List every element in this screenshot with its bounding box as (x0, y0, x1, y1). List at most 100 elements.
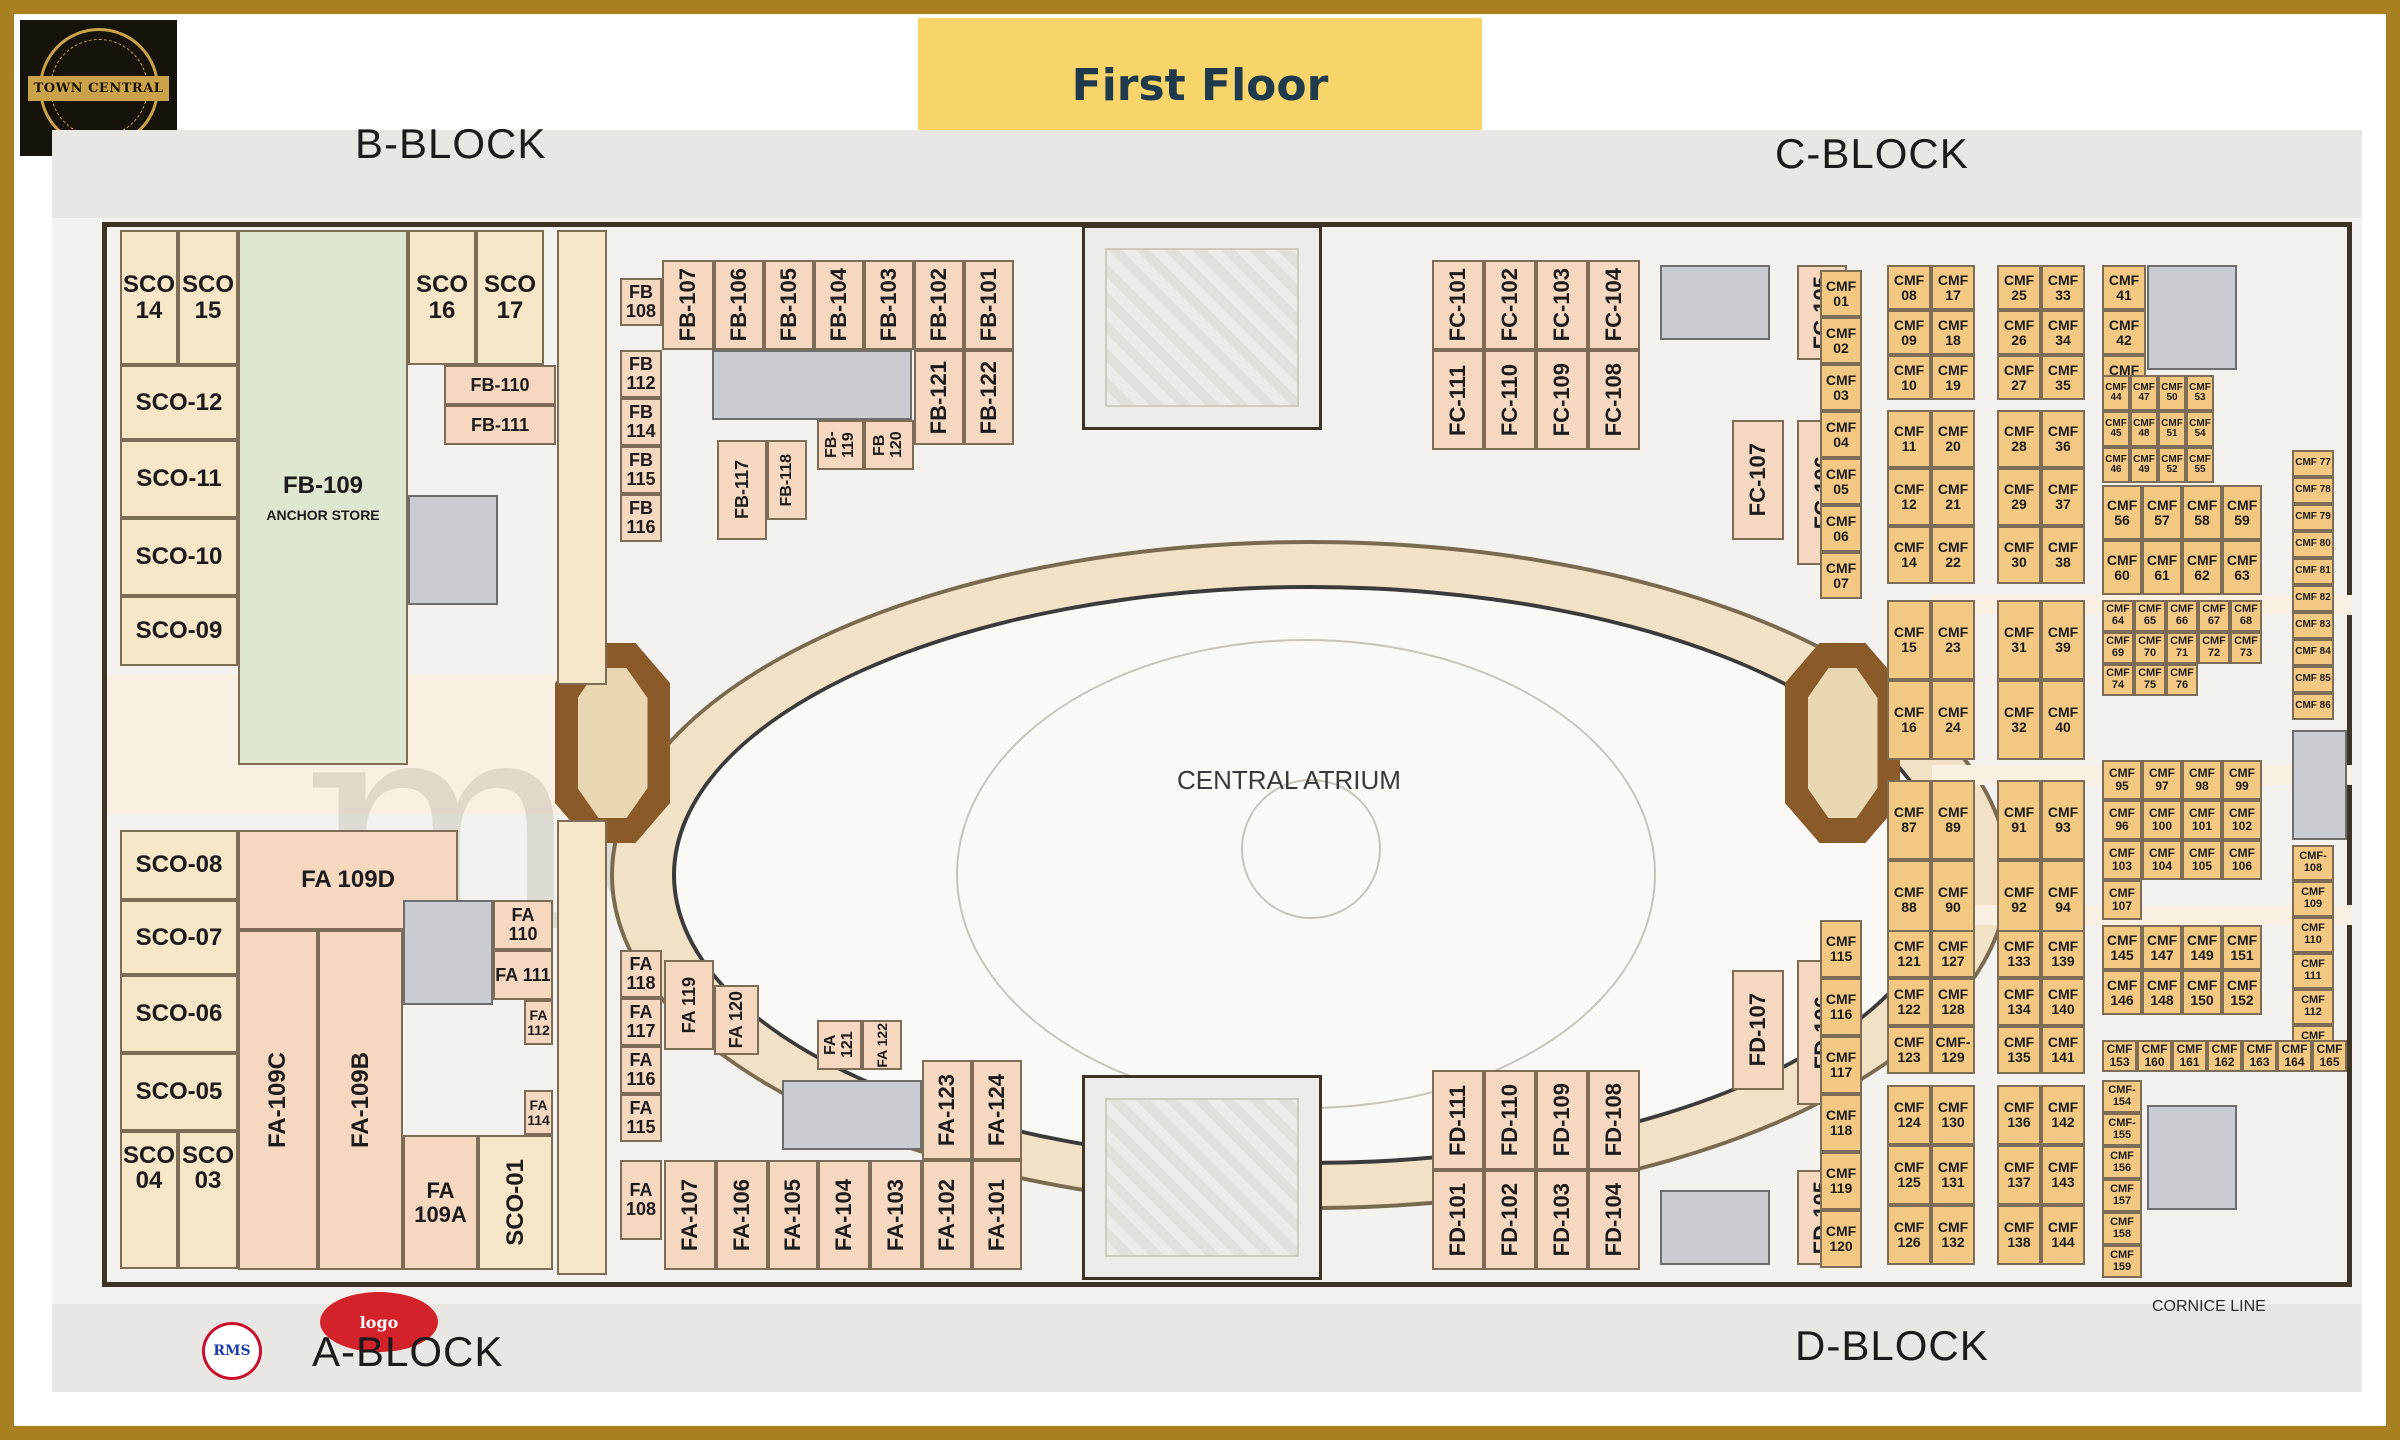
unit-cmf[interactable]: CMF 25 (1997, 265, 2041, 310)
unit-fb-109[interactable]: FB-109 ANCHOR STORE (238, 230, 408, 765)
unit-fb-120[interactable]: FB 120 (864, 420, 914, 470)
unit-cmf[interactable]: CMF 60 (2102, 540, 2142, 595)
unit-fb-119[interactable]: FB-119 (817, 420, 864, 470)
unit-sco-07[interactable]: SCO-07 (120, 900, 238, 975)
unit-cmf[interactable]: CMF 72 (2198, 632, 2230, 664)
unit-cmf[interactable]: CMF 22 (1931, 526, 1975, 584)
unit-cmf[interactable]: CMF 83 (2292, 612, 2334, 639)
unit-fa-108[interactable]: FA 108 (620, 1160, 662, 1240)
unit-cmf[interactable]: CMF 104 (2142, 840, 2182, 880)
unit-fd-103[interactable]: FD-103 (1536, 1170, 1588, 1270)
unit-cmf[interactable]: CMF 45 (2102, 411, 2130, 447)
unit-cmf[interactable]: CMF 58 (2182, 485, 2222, 540)
unit-cmf[interactable]: CMF 09 (1887, 310, 1931, 355)
unit-cmf[interactable]: CMF 117 (1820, 1036, 1862, 1094)
unit-cmf[interactable]: CMF 18 (1931, 310, 1975, 355)
unit-fc-102[interactable]: FC-102 (1484, 260, 1536, 350)
unit-cmf[interactable]: CMF 14 (1887, 526, 1931, 584)
unit-fb-102[interactable]: FB-102 (914, 260, 964, 350)
unit-cmf[interactable]: CMF 07 (1820, 552, 1862, 599)
unit-cmf[interactable]: CMF 46 (2102, 447, 2130, 483)
unit-cmf[interactable]: CMF 133 (1997, 930, 2041, 978)
unit-cmf[interactable]: CMF 85 (2292, 666, 2334, 693)
unit-cmf[interactable]: CMF 86 (2292, 693, 2334, 720)
unit-cmf[interactable]: CMF 05 (1820, 458, 1862, 505)
unit-fd-107[interactable]: FD-107 (1732, 970, 1784, 1090)
unit-cmf[interactable]: CMF 34 (2041, 310, 2085, 355)
unit-cmf[interactable]: CMF 140 (2041, 978, 2085, 1026)
unit-cmf[interactable]: CMF 40 (2041, 680, 2085, 760)
unit-fd-111[interactable]: FD-111 (1432, 1070, 1484, 1170)
unit-cmf[interactable]: CMF 144 (2041, 1205, 2085, 1265)
unit-cmf[interactable]: CMF 71 (2166, 632, 2198, 664)
unit-cmf[interactable]: CMF 16 (1887, 680, 1931, 760)
unit-cmf[interactable]: CMF 31 (1997, 600, 2041, 680)
unit-cmf[interactable]: CMF 147 (2142, 925, 2182, 970)
unit-cmf[interactable]: CMF 161 (2172, 1040, 2207, 1072)
unit-cmf[interactable]: CMF 29 (1997, 468, 2041, 526)
unit-cmf[interactable]: CMF 81 (2292, 558, 2334, 585)
unit-cmf[interactable]: CMF 145 (2102, 925, 2142, 970)
unit-cmf[interactable]: CMF 57 (2142, 485, 2182, 540)
unit-fb-122[interactable]: FB-122 (964, 350, 1014, 445)
unit-fa-122[interactable]: FA 122 (862, 1020, 902, 1070)
unit-sco-05[interactable]: SCO-05 (120, 1053, 238, 1131)
unit-fd-109[interactable]: FD-109 (1536, 1070, 1588, 1170)
unit-cmf[interactable]: CMF 67 (2198, 600, 2230, 632)
unit-cmf[interactable]: CMF 125 (1887, 1145, 1931, 1205)
unit-cmf[interactable]: CMF 160 (2137, 1040, 2172, 1072)
unit-cmf[interactable]: CMF 63 (2222, 540, 2262, 595)
unit-fb-121[interactable]: FB-121 (914, 350, 964, 445)
unit-cmf[interactable]: CMF 98 (2182, 760, 2222, 800)
unit-cmf[interactable]: CMF 105 (2182, 840, 2222, 880)
unit-cmf[interactable]: CMF 82 (2292, 585, 2334, 612)
unit-cmf[interactable]: CMF 95 (2102, 760, 2142, 800)
unit-cmf[interactable]: CMF 119 (1820, 1152, 1862, 1210)
unit-sco-04[interactable]: SCO 04 (120, 1131, 178, 1269)
unit-sco-12[interactable]: SCO-12 (120, 365, 238, 440)
unit-cmf[interactable]: CMF 80 (2292, 531, 2334, 558)
unit-cmf[interactable]: CMF 92 (1997, 860, 2041, 940)
unit-fb-106[interactable]: FB-106 (714, 260, 764, 350)
unit-cmf[interactable]: CMF 62 (2182, 540, 2222, 595)
unit-cmf[interactable]: CMF 15 (1887, 600, 1931, 680)
unit-cmf[interactable]: CMF 99 (2222, 760, 2262, 800)
unit-sco-10[interactable]: SCO-10 (120, 518, 238, 596)
unit-fa-124[interactable]: FA-124 (972, 1060, 1022, 1160)
unit-cmf[interactable]: CMF 90 (1931, 860, 1975, 940)
unit-cmf[interactable]: CMF 06 (1820, 505, 1862, 552)
unit-cmf[interactable]: CMF 151 (2222, 925, 2262, 970)
unit-fa-121[interactable]: FA 121 (817, 1020, 862, 1070)
unit-fd-108[interactable]: FD-108 (1588, 1070, 1640, 1170)
unit-cmf[interactable]: CMF 70 (2134, 632, 2166, 664)
unit-fa-104[interactable]: FA-104 (818, 1160, 870, 1270)
unit-cmf[interactable]: CMF 132 (1931, 1205, 1975, 1265)
unit-cmf[interactable]: CMF 122 (1887, 978, 1931, 1026)
unit-fd-101[interactable]: FD-101 (1432, 1170, 1484, 1270)
unit-fa-102[interactable]: FA-102 (922, 1160, 972, 1270)
unit-cmf[interactable]: CMF 39 (2041, 600, 2085, 680)
unit-fb-103[interactable]: FB-103 (864, 260, 914, 350)
unit-cmf[interactable]: CMF 02 (1820, 317, 1862, 364)
unit-cmf[interactable]: CMF 88 (1887, 860, 1931, 940)
unit-cmf[interactable]: CMF 19 (1931, 355, 1975, 400)
unit-cmf[interactable]: CMF 112 (2292, 989, 2334, 1025)
unit-fb-101[interactable]: FB-101 (964, 260, 1014, 350)
unit-fb-118[interactable]: FB-118 (767, 440, 807, 520)
unit-cmf[interactable]: CMF 28 (1997, 410, 2041, 468)
unit-fb-105[interactable]: FB-105 (764, 260, 814, 350)
unit-sco-17[interactable]: SCO 17 (476, 230, 544, 365)
unit-cmf[interactable]: CMF-155 (2102, 1113, 2142, 1146)
unit-cmf[interactable]: CMF 141 (2041, 1026, 2085, 1074)
unit-cmf[interactable]: CMF 78 (2292, 477, 2334, 504)
unit-fa-119[interactable]: FA 119 (664, 960, 714, 1050)
unit-cmf[interactable]: CMF 56 (2102, 485, 2142, 540)
unit-cmf[interactable]: CMF 24 (1931, 680, 1975, 760)
unit-cmf[interactable]: CMF 121 (1887, 930, 1931, 978)
unit-cmf[interactable]: CMF 27 (1997, 355, 2041, 400)
unit-cmf[interactable]: CMF 21 (1931, 468, 1975, 526)
unit-cmf[interactable]: CMF 135 (1997, 1026, 2041, 1074)
unit-fa-112[interactable]: FA 112 (524, 1000, 553, 1045)
unit-sco-14[interactable]: SCO 14 (120, 230, 178, 365)
unit-fa-109a[interactable]: FA 109A (403, 1135, 478, 1270)
